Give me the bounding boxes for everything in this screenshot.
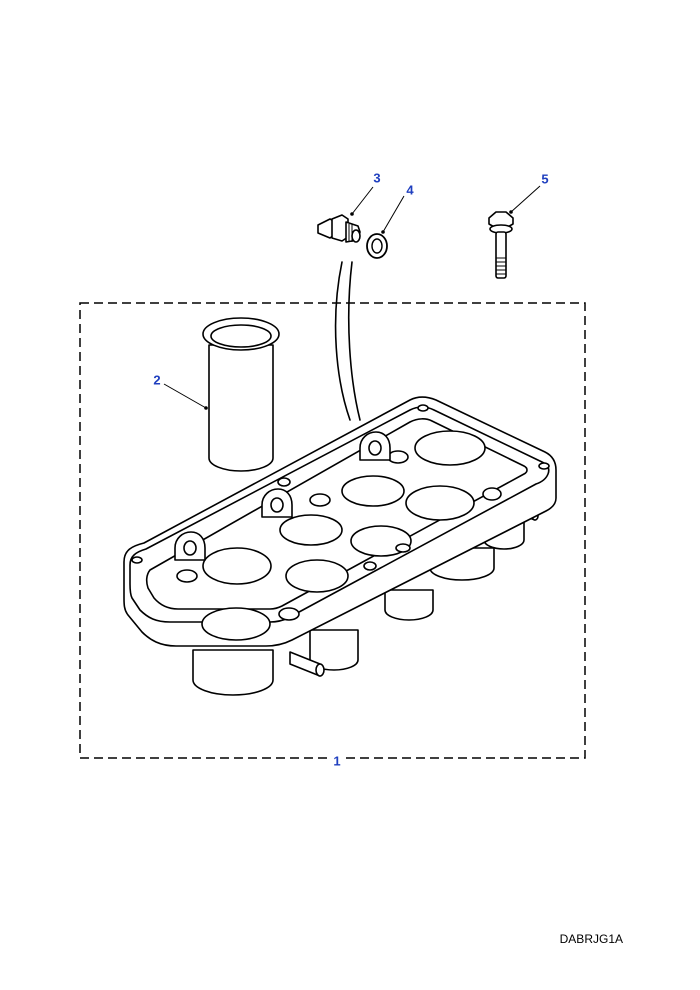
leader-2-dot [204, 406, 208, 410]
routing-line [334, 261, 351, 421]
leader-3-dot [350, 212, 354, 216]
leader-5-dot [509, 210, 513, 214]
leader-4-dot [381, 230, 385, 234]
plate-part-1 [123, 396, 557, 696]
callout-4: 4 [404, 182, 416, 198]
leader-4 [382, 195, 405, 233]
washer-part-4 [366, 233, 388, 259]
callout-1: 1 [331, 753, 343, 769]
fitting-part-3 [317, 214, 361, 243]
drawing-code: DABRJG1A [559, 932, 623, 946]
callout-3: 3 [371, 170, 383, 186]
callout-2: 2 [151, 372, 163, 388]
routing-line-2 [347, 261, 361, 421]
callout-5: 5 [539, 171, 551, 187]
leader-2 [163, 383, 207, 409]
leader-3 [351, 186, 374, 215]
sleeve-part-2 [202, 317, 280, 472]
leader-5 [510, 185, 541, 213]
bolt-part-5 [488, 211, 514, 279]
